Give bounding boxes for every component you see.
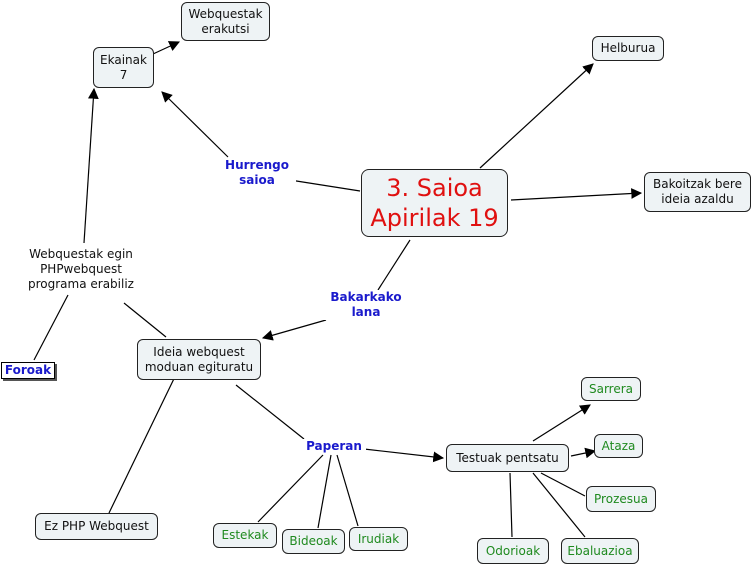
main-topic-node[interactable]: 3. Saioa Apirilak 19 xyxy=(361,169,508,237)
connector-ideia-webquestak-egin xyxy=(123,302,167,338)
ataza-node[interactable]: Ataza xyxy=(594,434,643,458)
connector-main-bakarkako xyxy=(377,239,411,291)
connector-testuak-ataza xyxy=(570,447,597,459)
irudiak-node[interactable]: Irudiak xyxy=(349,527,408,551)
connector-ideia-paperan xyxy=(235,384,305,440)
bakoitzak-node[interactable]: Bakoitzak bere ideia azaldu xyxy=(644,172,751,212)
paperan-link-label: Paperan xyxy=(302,439,366,454)
connector-paperan-estekak xyxy=(257,454,324,523)
connector-main-helburua xyxy=(479,63,594,169)
helburua-node[interactable]: Helburua xyxy=(592,36,664,61)
connector-main-bakoitzak xyxy=(510,188,643,201)
connector-testuak-ebaluazioa xyxy=(532,472,586,538)
webquestak-erakutsi-node[interactable]: Webquestak erakutsi xyxy=(181,2,270,41)
foroak-link[interactable]: Foroak xyxy=(1,362,55,379)
connector-testuak-sarrera xyxy=(532,404,591,442)
connector-paperan-testuak xyxy=(363,448,445,463)
bideoak-node[interactable]: Bideoak xyxy=(282,529,345,554)
connector-ideia-ezphp xyxy=(108,357,185,514)
ekainak-node[interactable]: Ekainak 7 xyxy=(93,47,154,88)
connector-testuak-odorioak xyxy=(509,472,513,538)
sarrera-node[interactable]: Sarrera xyxy=(581,377,641,401)
connector-bakarkako-ideia xyxy=(261,319,327,341)
connector-testuak-prozesua xyxy=(540,472,586,497)
connector-paperan-bideoak xyxy=(317,454,332,529)
connector-paperan-irudiak xyxy=(336,454,359,527)
connector-webquestak-egin-foroak xyxy=(33,294,69,361)
bakarkako-lana-link-label: Bakarkako lana xyxy=(322,290,410,320)
connector-main-hurrengo xyxy=(289,179,361,192)
odorioak-node[interactable]: Odorioak xyxy=(477,538,549,564)
connector-ekainak-erakutsi xyxy=(152,41,180,55)
estekak-node[interactable]: Estekak xyxy=(213,523,277,548)
ideia-node[interactable]: Ideia webquest moduan egituratu xyxy=(137,339,261,380)
prozesua-node[interactable]: Prozesua xyxy=(586,486,656,512)
ebaluazioa-node[interactable]: Ebaluazioa xyxy=(561,538,639,564)
hurrengo-saioa-link-label: Hurrengo saioa xyxy=(218,158,296,188)
ez-php-node[interactable]: Ez PHP Webquest xyxy=(35,513,158,540)
webquestak-egin-label: Webquestak egin PHPwebquest programa era… xyxy=(22,247,140,292)
connector-hurrengo-ekainak xyxy=(161,91,229,158)
testuak-node[interactable]: Testuak pentsatu xyxy=(446,444,569,472)
connector-webquestak-egin-ekainak xyxy=(83,87,99,244)
